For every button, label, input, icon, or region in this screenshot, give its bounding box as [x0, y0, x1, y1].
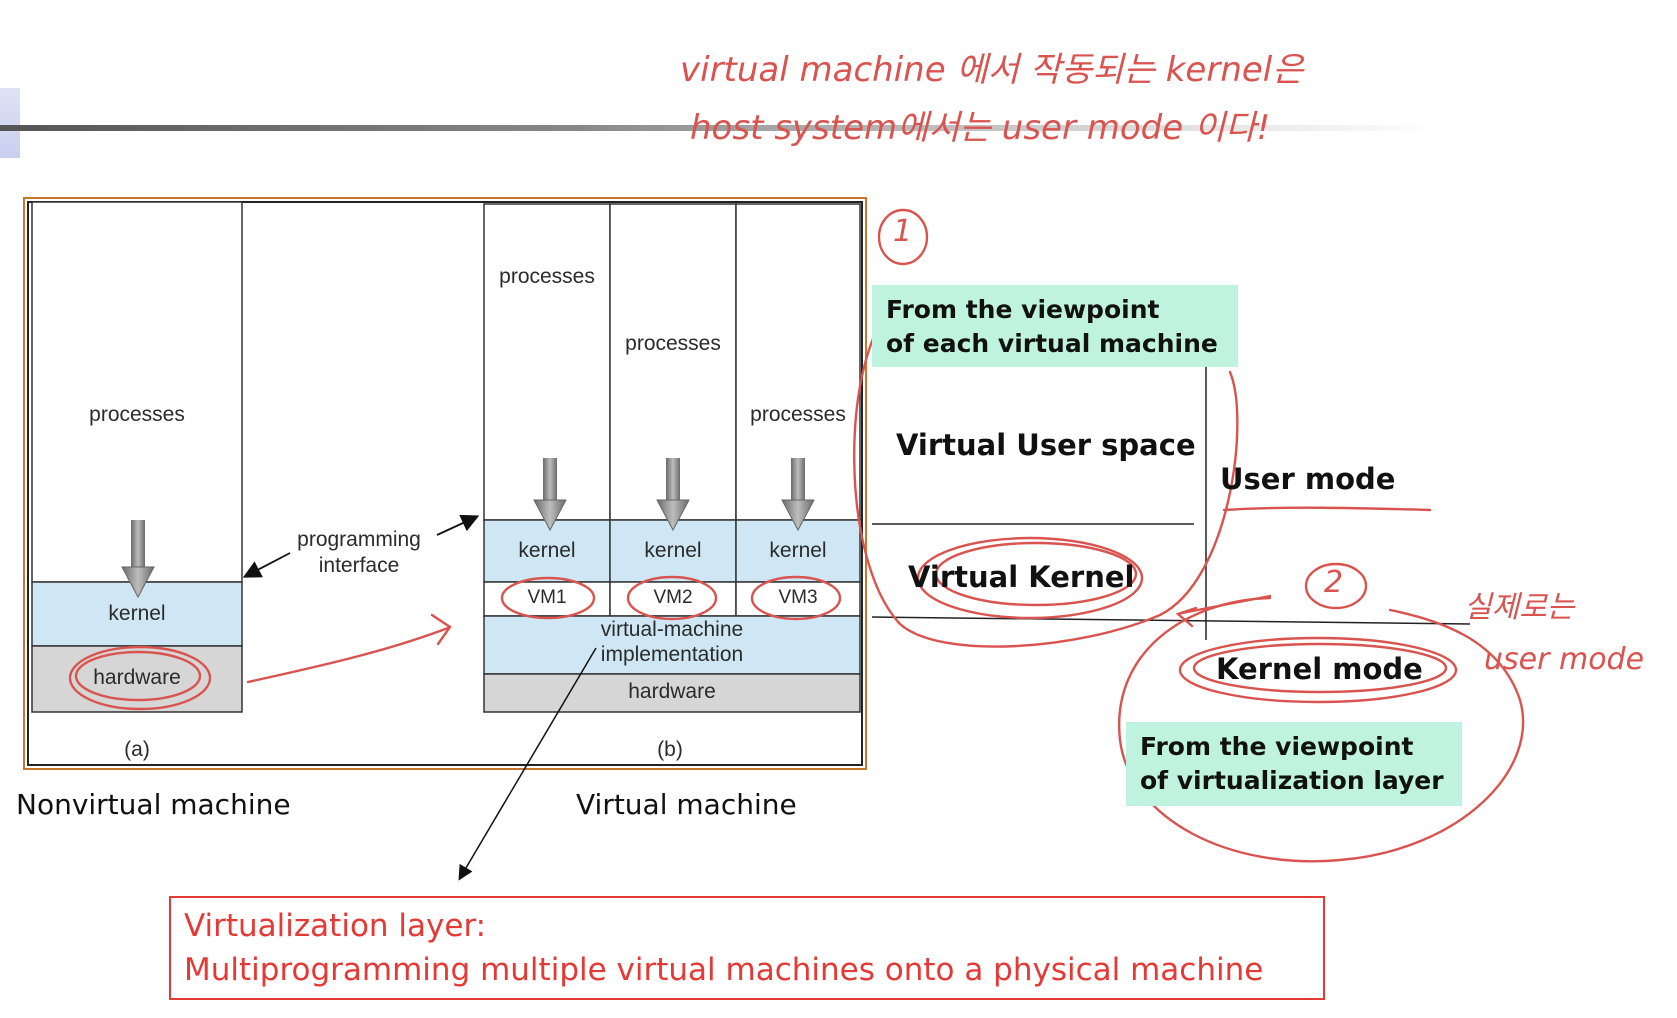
viewpoint-layer-line1: From the viewpoint: [1140, 732, 1414, 761]
viewpoint-vm-line1: From the viewpoint: [886, 295, 1160, 324]
kernel-mode-label: Kernel mode: [1216, 652, 1423, 686]
b-figure-label: (b): [657, 738, 683, 761]
programming-interface-line1: programming: [297, 528, 421, 551]
virtualization-layer-title: Virtualization layer:: [184, 908, 487, 944]
red-caption-box: [169, 896, 1325, 1000]
virtual-kernel-label: Virtual Kernel: [908, 560, 1135, 594]
viewpoint-layer-box: From the viewpoint of virtualization lay…: [1126, 722, 1462, 806]
b-vm1-label: VM1: [527, 587, 567, 608]
b-down-arrows: [533, 458, 815, 532]
handwritten-note-line1: virtual machine 에서 작동되는 kernel은: [680, 50, 1304, 90]
title-bar-accent: [0, 88, 20, 158]
handwritten-mark-1: 1: [893, 214, 913, 249]
a-down-arrow: [121, 520, 155, 599]
caption-nonvirtual: Nonvirtual machine: [16, 788, 291, 821]
handwritten-mark-2: 2: [1324, 565, 1344, 600]
b-vm2-label: VM2: [653, 587, 693, 608]
programming-interface-line2: interface: [318, 554, 400, 577]
interface-arrow-left: [242, 552, 291, 578]
handwritten-side-note-line2: user mode: [1484, 642, 1645, 677]
handwritten-note-line2: host system에서는 user mode 이다!: [690, 108, 1271, 148]
b-vm2-kernel-label: kernel: [644, 539, 702, 562]
a-kernel-label: kernel: [108, 602, 166, 625]
handwritten-side-note-line1: 실제로는: [1464, 590, 1575, 625]
b-vm3-kernel-label: kernel: [769, 539, 827, 562]
b-hardware-label: hardware: [628, 680, 716, 703]
user-mode-label: User mode: [1220, 462, 1396, 496]
a-hardware-label: hardware: [93, 666, 181, 689]
b-vm1-processes-label: processes: [499, 265, 595, 288]
virtual-user-space-label: Virtual User space: [896, 428, 1196, 462]
viewpoint-vm-box: From the viewpoint of each virtual machi…: [872, 285, 1238, 367]
b-vm3-label: VM3: [778, 587, 818, 608]
figure-frame: [23, 197, 867, 770]
a-processes-label: processes: [89, 403, 185, 426]
a-processes-box: [31, 201, 243, 583]
viewpoint-vm-line2: of each virtual machine: [886, 329, 1218, 358]
red-annotations: [68, 208, 1525, 863]
virtualization-layer-description: Multiprogramming multiple virtual machin…: [184, 952, 1264, 988]
b-hardware-box: [483, 673, 861, 713]
figure-inner-frame: [27, 201, 863, 766]
b-impl-box: [483, 615, 861, 675]
b-impl-label-line1: virtual-machine: [600, 618, 744, 641]
b-vm2-processes-label: processes: [625, 332, 721, 355]
b-impl-label-line2: implementation: [600, 643, 744, 666]
title-bar-line: [0, 125, 1440, 131]
viewpoint-layer-line2: of virtualization layer: [1140, 766, 1444, 795]
user-kernel-divider-bottom: [871, 616, 1471, 625]
impl-to-box-arrow: [458, 647, 597, 881]
caption-virtual: Virtual machine: [576, 788, 797, 821]
interface-arrow-right: [436, 514, 480, 536]
b-vm3-processes-label: processes: [750, 403, 846, 426]
b-vm1-kernel-label: kernel: [518, 539, 576, 562]
a-figure-label: (a): [124, 738, 150, 761]
